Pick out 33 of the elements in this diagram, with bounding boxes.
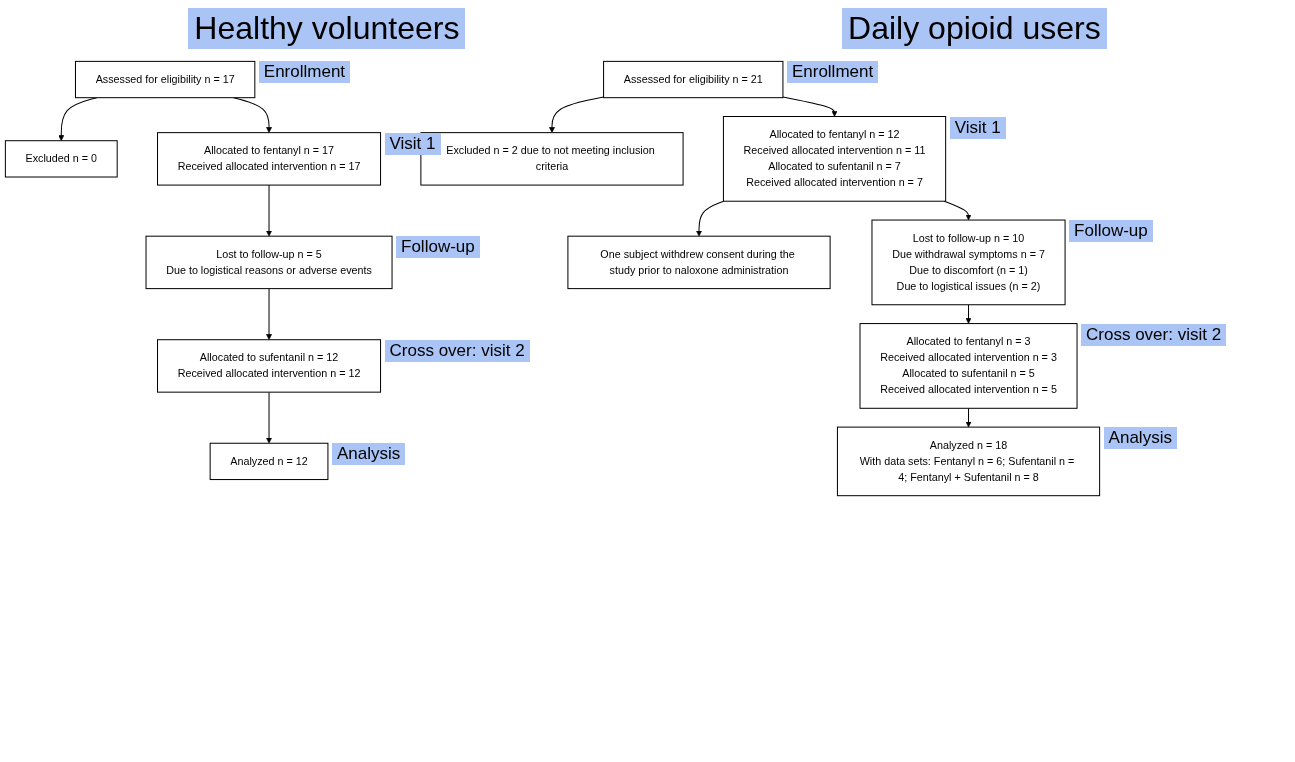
arrow: [965, 407, 972, 428]
process-box: One subject withdrew consent during the study prior to naloxone administration: [567, 235, 831, 290]
stage-tag: Analysis: [1103, 427, 1177, 450]
arrow: [696, 200, 725, 237]
stage-tag: Cross over: visit 2: [1081, 323, 1227, 346]
stage-tag: Analysis: [331, 443, 406, 466]
arrow: [233, 97, 272, 133]
process-box: Assessed for eligibility n = 21: [603, 60, 784, 99]
arrow: [266, 184, 272, 237]
column-heading: Daily opioid users: [842, 7, 1107, 49]
stage-tag: Follow-up: [1069, 220, 1153, 243]
process-box: Allocated to fentanyl n = 3 Received allocated intervention n = 3 Allocated to sufentanil n = 5 Received allocated intervention n = 5: [859, 323, 1078, 409]
process-box: Lost to follow-up n = 5 Due to logistical reasons or adverse events: [145, 235, 393, 290]
arrow: [965, 304, 972, 324]
stage-tag: Visit 1: [949, 116, 1006, 139]
process-box: Lost to follow-up n = 10 Due withdrawal symptoms n = 7 Due to discomfort (n = 1) Due to logistical issues (n = 2): [871, 219, 1066, 306]
process-box: Analyzed n = 12: [209, 442, 329, 481]
process-box: Analyzed n = 18 With data sets: Fentanyl n = 6; Sufentanil n = 4; Fentanyl + Sufentanil n = 8: [836, 426, 1101, 497]
stage-tag: Enrollment: [258, 61, 351, 84]
column-heading: Healthy volunteers: [188, 7, 466, 49]
arrow: [266, 288, 272, 340]
stage-tag: Enrollment: [786, 61, 879, 84]
stage-tag: Cross over: visit 2: [384, 339, 530, 362]
process-box: Excluded n = 0: [4, 140, 118, 178]
arrow: [943, 200, 972, 221]
arrow: [782, 96, 838, 117]
process-box: Assessed for eligibility n = 17: [74, 60, 256, 99]
process-box: Allocated to sufentanil n = 12 Received allocated intervention n = 12: [157, 339, 382, 393]
process-box: Allocated to fentanyl n = 17 Received allocated intervention n = 17: [157, 132, 382, 186]
stage-tag: Follow-up: [396, 236, 480, 259]
process-box: Allocated to fentanyl n = 12 Received allocated intervention n = 11 Allocated to sufentanil n = 7 Received allocated intervention n = 7: [722, 116, 947, 202]
arrow: [266, 391, 272, 444]
stage-tag: Visit 1: [384, 132, 441, 155]
